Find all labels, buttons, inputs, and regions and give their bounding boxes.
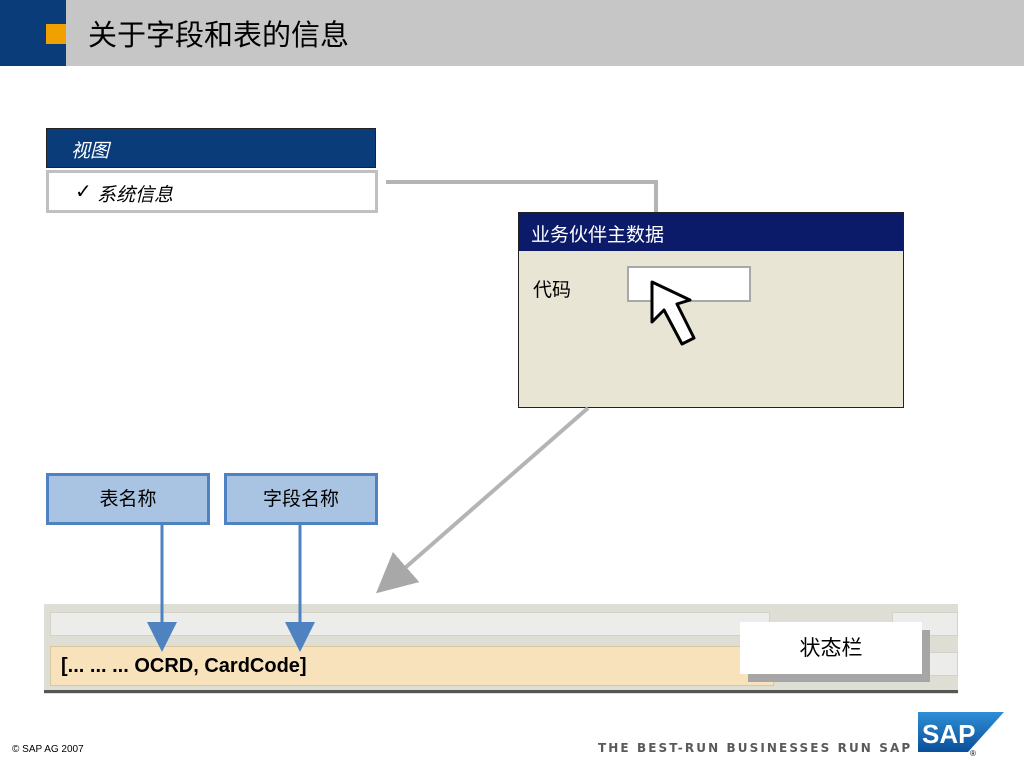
view-menu-header[interactable]: 视图 xyxy=(46,128,376,168)
tagline-text: THE BEST-RUN BUSINESSES RUN SAP xyxy=(598,741,913,755)
menu-to-window-connector xyxy=(386,180,658,212)
sap-logo-text: SAP xyxy=(922,719,975,749)
checkmark-icon: ✓ xyxy=(75,179,92,203)
header-accent-square xyxy=(46,24,66,44)
menu-item-label: 系统信息 xyxy=(97,184,174,206)
page-title: 关于字段和表的信息 xyxy=(88,18,350,52)
status-callout: 状态栏 xyxy=(740,622,922,674)
window-to-status-arrow xyxy=(375,406,590,594)
registered-mark-icon: ® xyxy=(970,749,976,758)
mouse-cursor-icon xyxy=(650,280,696,346)
table-name-box: 表名称 xyxy=(46,473,210,525)
status-bar-text: [... ... ... OCRD, CardCode] xyxy=(61,655,307,677)
header-bar xyxy=(66,0,1024,66)
bp-window-titlebar: 业务伙伴主数据 xyxy=(519,213,903,251)
field-name-box: 字段名称 xyxy=(224,473,378,525)
code-label: 代码 xyxy=(533,279,572,301)
status-bar-message[interactable]: [... ... ... OCRD, CardCode] xyxy=(50,646,774,686)
status-bar-bottom-line xyxy=(44,690,958,693)
bp-window-title: 业务伙伴主数据 xyxy=(531,224,665,246)
sap-logo: SAP ® xyxy=(918,712,1004,758)
view-menu-header-label: 视图 xyxy=(71,140,110,162)
copyright-text: © SAP AG 2007 xyxy=(12,744,84,755)
menu-item-system-info[interactable]: ✓ 系统信息 xyxy=(46,170,378,213)
